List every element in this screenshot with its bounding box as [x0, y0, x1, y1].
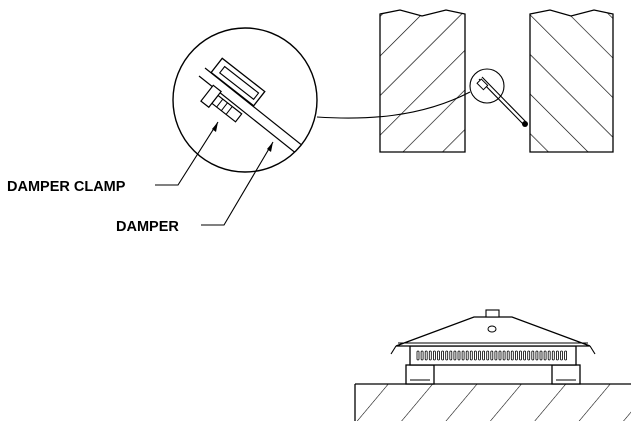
vent-slot — [498, 350, 502, 361]
vent-slot — [424, 350, 428, 361]
vent-slot — [551, 350, 555, 361]
vent-slot — [560, 350, 563, 361]
vent-knob-icon — [487, 325, 497, 333]
vent-slot — [432, 350, 436, 361]
vent-slot — [420, 350, 424, 361]
vent-slot — [543, 350, 547, 361]
vent-slot — [539, 350, 543, 361]
vent-slot — [465, 350, 469, 361]
vent-slots — [416, 350, 567, 361]
damper-location-marker — [469, 68, 528, 127]
vent-slot — [457, 350, 461, 361]
vent-slot — [535, 350, 539, 361]
vent-slot — [547, 350, 551, 361]
vent-slot — [445, 350, 449, 361]
vent-slot — [490, 350, 494, 361]
vent-unit — [390, 309, 596, 385]
vent-slot — [416, 350, 420, 361]
vent-slot — [506, 350, 510, 361]
damper-leader — [201, 141, 274, 226]
damper-clamp-screw — [200, 84, 243, 123]
damper-label: DAMPER — [116, 219, 179, 235]
vent-slot — [486, 350, 490, 361]
detail-leader-curve — [316, 91, 471, 119]
wall-right — [529, 9, 614, 153]
vent-slot — [510, 350, 514, 361]
vent-slot — [469, 350, 473, 361]
floor-section — [354, 383, 631, 421]
vent-slot — [502, 350, 506, 361]
vent-slot — [564, 350, 567, 361]
vent-slot — [494, 350, 498, 361]
vent-foot-left — [405, 364, 435, 385]
vent-slot — [453, 350, 457, 361]
vent-slot — [473, 350, 477, 361]
vent-slot — [519, 350, 522, 361]
vent-slot — [482, 350, 486, 361]
damper-clamp-label: DAMPER CLAMP — [7, 179, 126, 195]
damper-detail-view — [172, 27, 318, 173]
vent-slot — [428, 350, 432, 361]
damper-clamp-leader — [155, 121, 219, 186]
vent-slot — [478, 350, 481, 361]
vent-slot — [531, 350, 535, 361]
vent-slot — [461, 350, 465, 361]
vent-slot — [437, 350, 440, 361]
vent-slot — [523, 350, 526, 361]
vent-slot — [441, 350, 445, 361]
vent-slot — [449, 350, 453, 361]
vent-slot — [527, 350, 531, 361]
wall-left — [379, 9, 466, 153]
vent-slot — [556, 350, 559, 361]
vent-slot — [515, 350, 518, 361]
vent-foot-right — [551, 364, 581, 385]
